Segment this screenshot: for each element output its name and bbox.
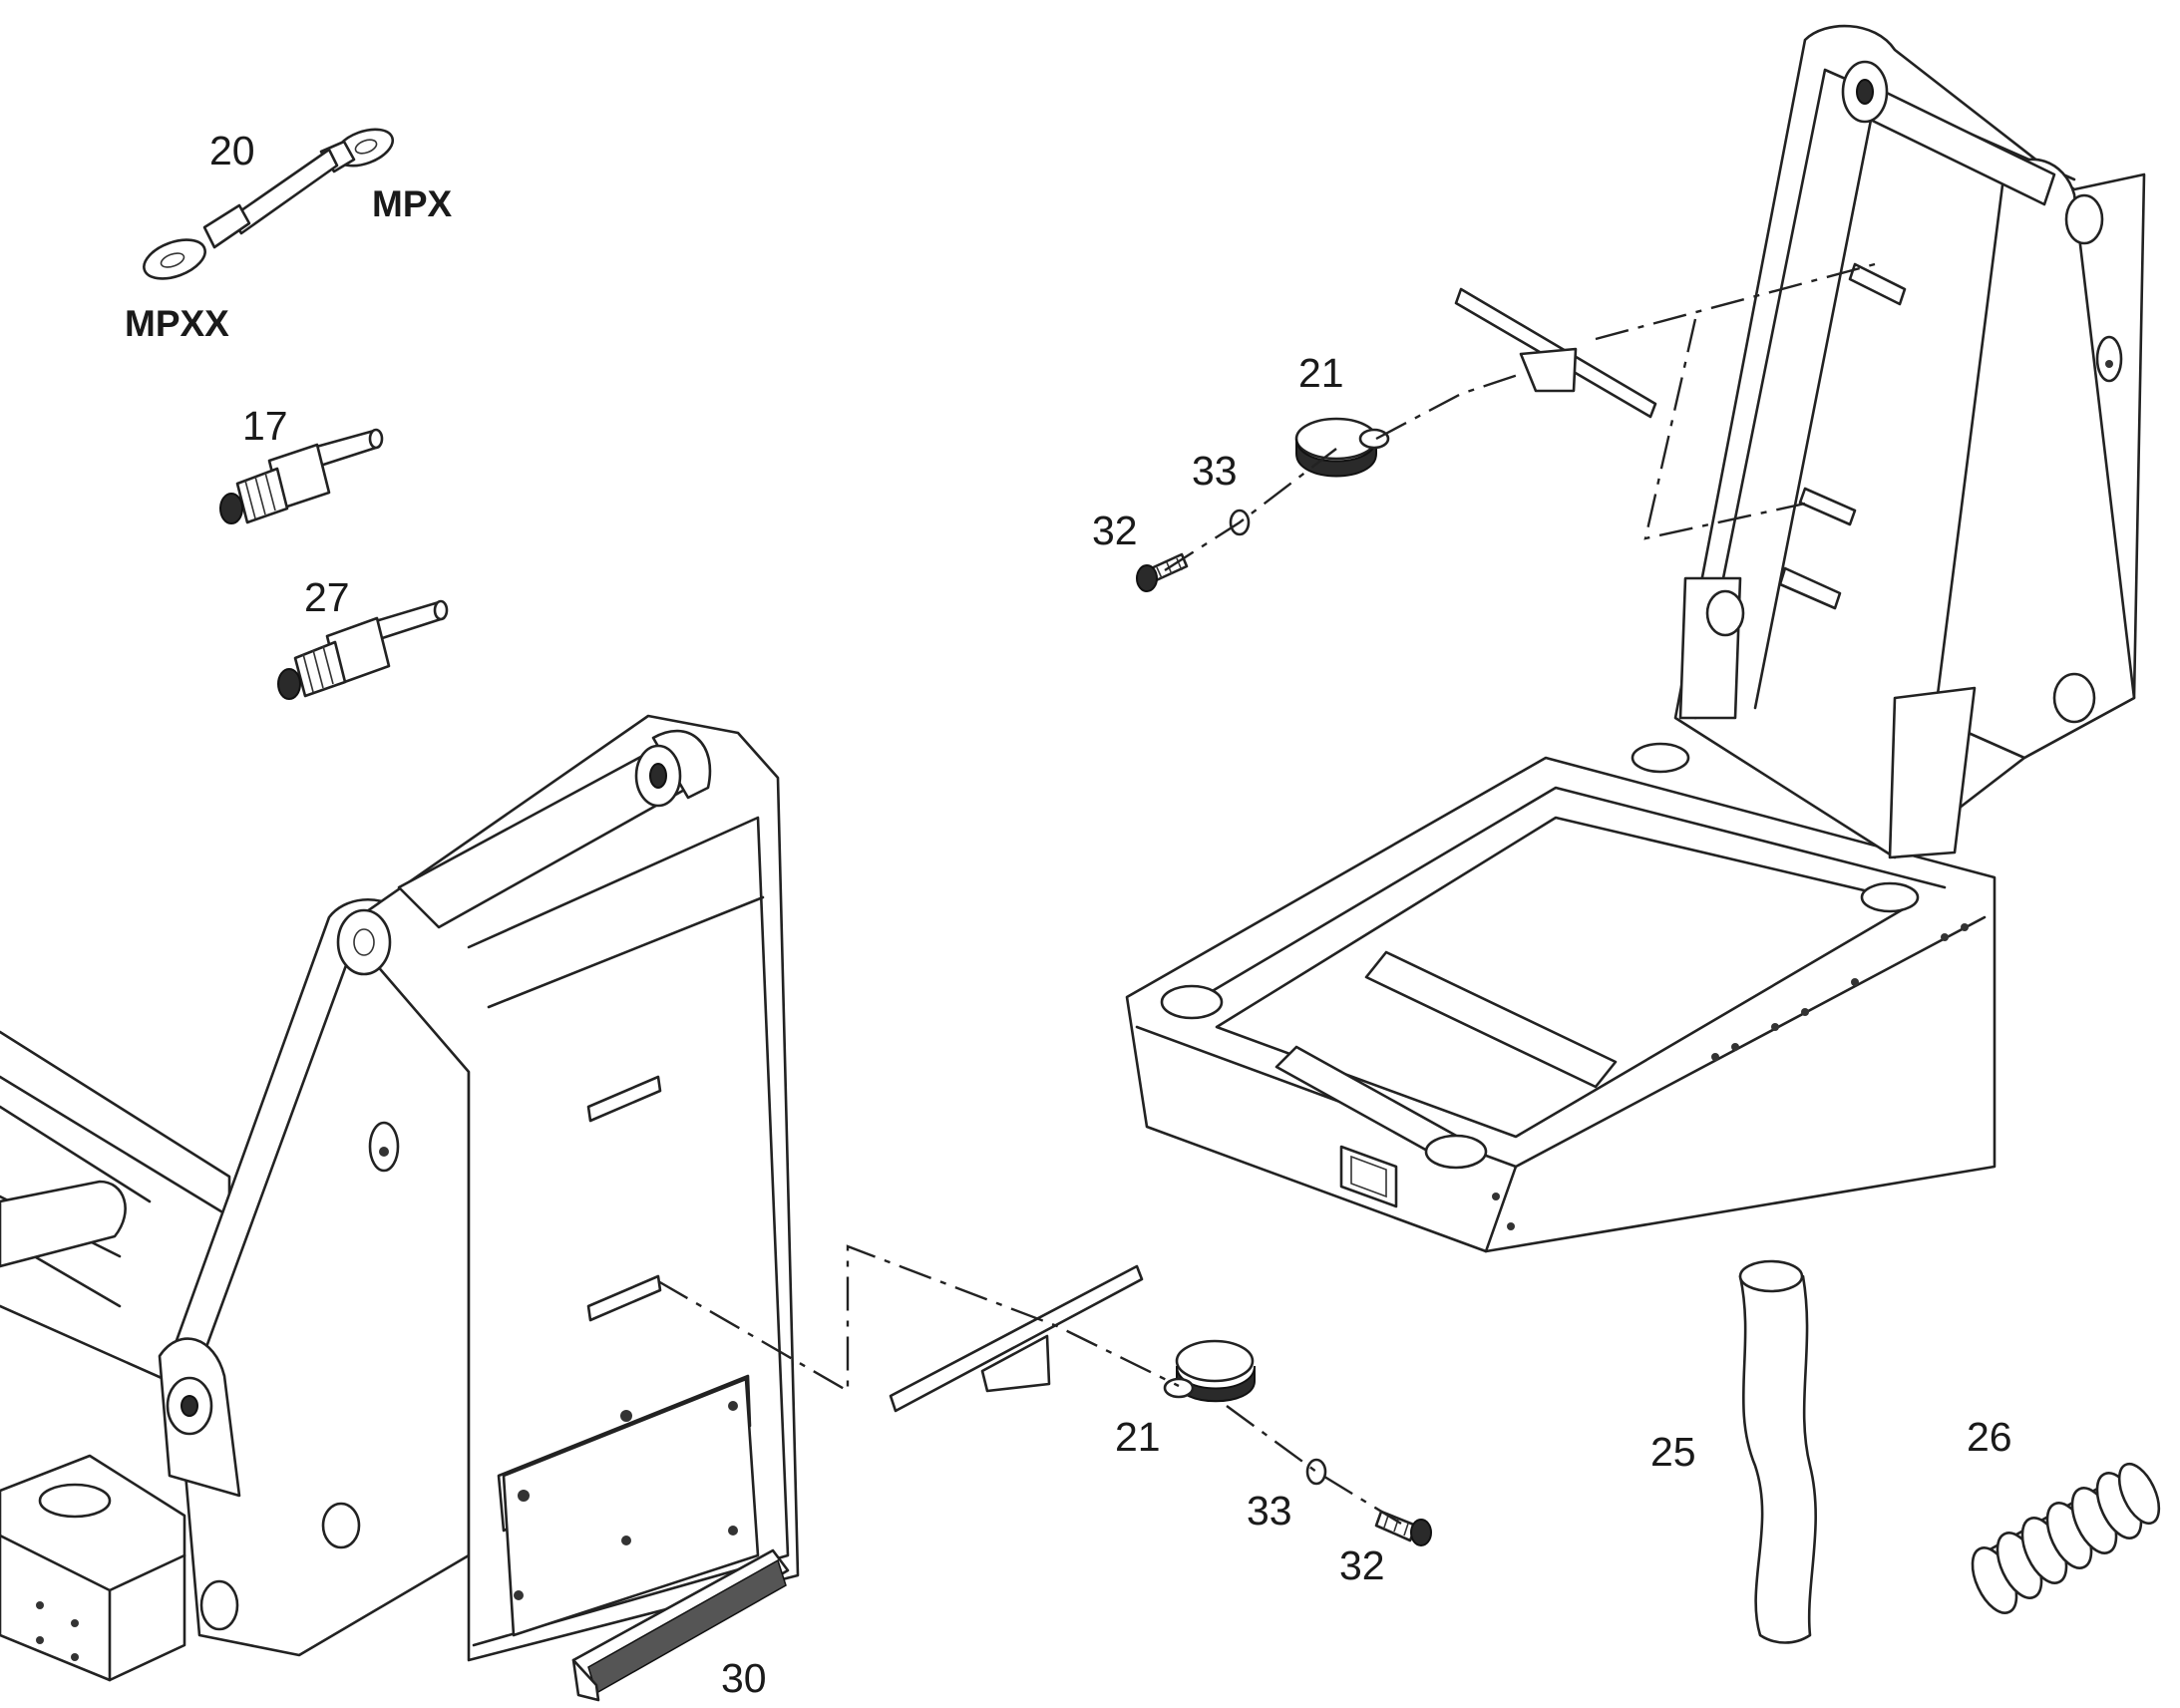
left-frame-assembly xyxy=(0,714,800,1682)
part-21-clamp-top xyxy=(1294,417,1390,478)
label-part-21-top: 21 xyxy=(1298,350,1344,396)
label-part-17: 17 xyxy=(242,403,288,449)
label-part-32-top: 32 xyxy=(1092,508,1138,553)
label-part-25: 25 xyxy=(1650,1429,1696,1475)
part-30-edge-trim xyxy=(571,1548,790,1702)
part-20-ground-cable xyxy=(143,128,395,280)
assembly-leader-lines xyxy=(657,262,1876,1526)
label-part-20: 20 xyxy=(209,128,255,173)
label-part-33-top: 33 xyxy=(1192,448,1238,494)
right-frame-assembly xyxy=(1125,24,2146,1253)
label-mpxx: MPXX xyxy=(125,303,229,344)
part-21-clamp-bottom xyxy=(1163,1339,1256,1403)
label-part-26: 26 xyxy=(1967,1414,2012,1460)
part-25-flexible-tube xyxy=(1738,1259,1817,1644)
label-mpx: MPX xyxy=(372,183,453,224)
part-17-connector xyxy=(219,428,384,524)
label-part-33-bottom: 33 xyxy=(1247,1488,1292,1534)
part-33-washer-bottom xyxy=(1305,1458,1327,1486)
part-32-screw-bottom xyxy=(1374,1510,1432,1546)
label-part-21-bottom: 21 xyxy=(1115,1414,1161,1460)
part-26-coil-spring xyxy=(1971,1462,2161,1614)
lower-bracket-strip xyxy=(889,1264,1144,1413)
label-part-30: 30 xyxy=(721,1655,767,1701)
label-part-32-bottom: 32 xyxy=(1339,1542,1385,1588)
label-part-27: 27 xyxy=(304,574,350,620)
part-27-connector xyxy=(277,599,449,700)
upper-bracket-strip xyxy=(1454,287,1657,419)
